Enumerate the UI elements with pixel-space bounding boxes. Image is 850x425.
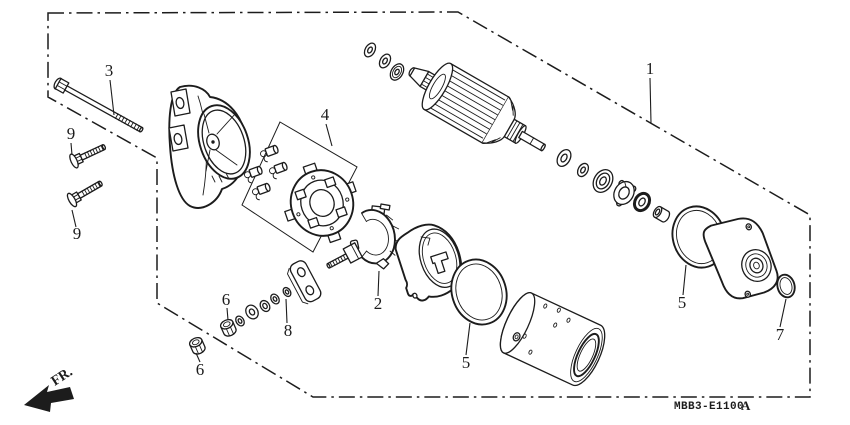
shaft-washer-set [556,148,671,223]
washer [245,304,259,320]
motor-brush [244,165,263,184]
callout-8-leader [285,298,288,324]
callout-9-leader [71,209,77,228]
callout-5-leader [682,264,687,296]
callout-layer: 1 2 3 4 5 5 6 6 7 8 9 9 [67,59,787,379]
callout-7-label: 7 [776,325,785,344]
bearing [592,169,614,193]
callout-3-leader [109,79,115,116]
fr-label: FR. [49,365,76,390]
o-ring-small [776,273,796,299]
terminal-screw [326,242,363,269]
callout-2-label: 2 [374,294,383,313]
washer [270,293,280,305]
motor-case [499,292,606,387]
motor-brush [269,161,288,180]
washer [259,299,271,313]
diagram-code: MBB3-E1100 A [674,398,751,413]
washer [576,162,590,178]
callout-3-label: 3 [105,61,114,80]
washer [282,286,292,298]
through-bolt [53,77,144,133]
brush-set [244,144,357,244]
callout-9-leader [70,142,73,156]
fr-arrow-icon [24,385,74,412]
washer [235,315,245,327]
callout-5-label: 5 [678,293,687,312]
terminal-nut-upper [219,318,237,337]
front-direction-indicator: FR. [24,365,75,412]
retainer-washer [613,179,637,207]
o-ring-front [450,258,508,326]
callout-7-leader [779,298,787,328]
gear-case [394,223,463,302]
flange-bolt-lower [66,180,103,208]
callout-2-leader [377,270,380,297]
callout-9-label: 9 [73,224,82,243]
terminal-washer-set [235,286,292,327]
diagram-code-text: MBB3-E1100 [674,401,744,413]
seal-ring [632,191,652,213]
rear-cover [702,217,779,300]
brush-spring-holder [349,203,402,270]
front-bracket [168,84,251,209]
thrust-washer-set [363,42,405,81]
diagram-code-suffix: A [741,398,751,413]
callout-9-label: 9 [67,124,76,143]
motor-brush [260,144,279,163]
callout-4-label: 4 [321,105,330,124]
washer [556,148,572,168]
brush-set-group-box [241,121,358,253]
diagram-border [47,11,811,398]
motor-brush [252,182,271,201]
callout-6-label: 6 [196,360,205,379]
callout-5-leader [465,322,471,356]
terminal-nut-lower [188,336,206,355]
roller-bushing [652,205,671,223]
callout-4-leader [325,123,333,147]
terminal-bracket [287,260,322,305]
callout-6-leader [226,307,229,321]
callout-5-label: 5 [462,353,471,372]
callout-6-leader [195,352,201,363]
armature [408,62,546,152]
callout-6-label: 6 [222,290,231,309]
callout-1-leader [649,77,652,124]
flange-bolt-upper [69,144,107,169]
brush-plate [284,162,357,244]
callout-8-label: 8 [284,321,293,340]
callout-1-label: 1 [646,59,655,78]
